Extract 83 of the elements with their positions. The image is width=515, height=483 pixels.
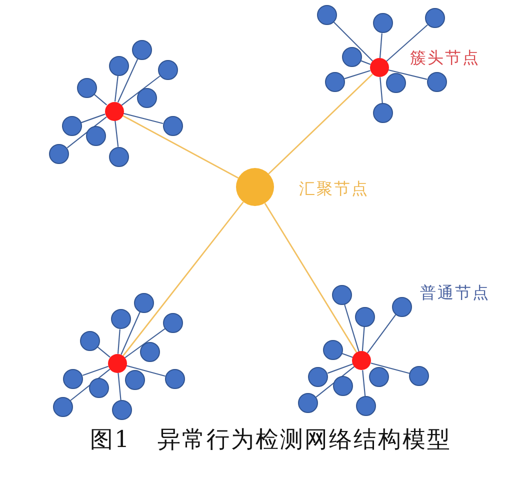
connector-line (366, 314, 396, 354)
connector-line (379, 33, 382, 58)
sensor-node-circle (89, 378, 110, 398)
connector-line (114, 120, 119, 147)
connector-line (121, 76, 160, 106)
connector-line (344, 70, 370, 80)
connector-line (118, 372, 122, 400)
connector-line (124, 328, 166, 358)
connector-line (123, 112, 164, 124)
sensor-node-circle (134, 292, 154, 313)
sensor-node-circle (308, 366, 328, 387)
connector-line (66, 116, 107, 148)
sensor-node-circle (322, 340, 343, 360)
node-type-label: 簇头节点 (410, 50, 480, 66)
sensor-node-circle (342, 47, 362, 68)
connector-line (70, 368, 110, 401)
sensor-node-circle (409, 366, 430, 386)
sensor-node-circle (316, 5, 337, 25)
sensor-node-circle (332, 285, 352, 305)
sink-node-circle (236, 168, 274, 206)
connector-line (126, 365, 166, 377)
sensor-node-circle (86, 126, 106, 146)
connector-line (114, 76, 118, 102)
connector-line (380, 77, 383, 104)
sensor-node-circle (373, 103, 394, 124)
node-type-label: 普通节点 (420, 285, 490, 301)
sensor-node-circle (163, 312, 184, 333)
sensor-node-circle (136, 88, 157, 108)
sensor-node-circle (125, 370, 145, 390)
connector-line (342, 352, 353, 358)
connector-line (264, 202, 358, 353)
cluster-head-circle (370, 58, 389, 78)
connector-line (316, 366, 355, 398)
sensor-node-circle (325, 72, 345, 92)
sensor-node-circle (356, 396, 376, 416)
sensor-node-circle (158, 60, 178, 80)
connector-line (388, 69, 428, 80)
connector-line (117, 329, 120, 354)
sensor-node-circle (333, 376, 354, 396)
connector-line (360, 60, 371, 65)
connector-line (94, 94, 108, 106)
sensor-node-circle (355, 306, 375, 327)
sensor-node-circle (425, 8, 445, 28)
connector-line (333, 22, 373, 62)
connector-line (362, 370, 366, 396)
connector-line (120, 312, 140, 355)
sensor-node-circle (369, 367, 390, 388)
sensor-node-circle (162, 116, 183, 136)
connector-line (80, 114, 106, 124)
connector-line (82, 366, 108, 376)
sensor-node-circle (140, 342, 160, 362)
sensor-node-circle (426, 72, 447, 92)
sensor-node-circle (109, 56, 129, 76)
connector-line (386, 24, 428, 62)
cluster-head-circle (352, 351, 372, 370)
sensor-node-circle (76, 78, 97, 98)
node-type-label: 汇聚节点 (299, 181, 369, 197)
connector-line (362, 326, 365, 352)
sensor-node-circle (112, 400, 132, 420)
connector-line (122, 202, 244, 356)
sensor-node-circle (49, 144, 70, 164)
sensor-node-circle (63, 368, 84, 389)
sensor-node-circle (109, 146, 130, 167)
sensor-node-circle (372, 13, 393, 34)
sensor-node-circle (298, 393, 318, 414)
connector-line (344, 304, 360, 352)
sensor-node-circle (392, 296, 412, 317)
sensor-node-circle (80, 330, 100, 351)
connector-line (370, 362, 410, 374)
connector-line (268, 74, 373, 174)
connector-line (328, 363, 353, 374)
figure-caption: 图1 异常行为检测网络结构模型 (90, 429, 452, 452)
sensor-node-circle (165, 368, 185, 389)
sensor-node-circle (52, 396, 73, 417)
cluster-head-circle (104, 102, 124, 120)
sensor-node-circle (386, 73, 406, 94)
connector-line (97, 346, 110, 358)
cluster-head-circle (108, 354, 127, 373)
sensor-node-circle (132, 40, 152, 60)
connector-line (122, 114, 239, 179)
connector-line (117, 58, 138, 103)
sensor-node-circle (110, 309, 131, 330)
sensor-node-circle (62, 116, 82, 136)
